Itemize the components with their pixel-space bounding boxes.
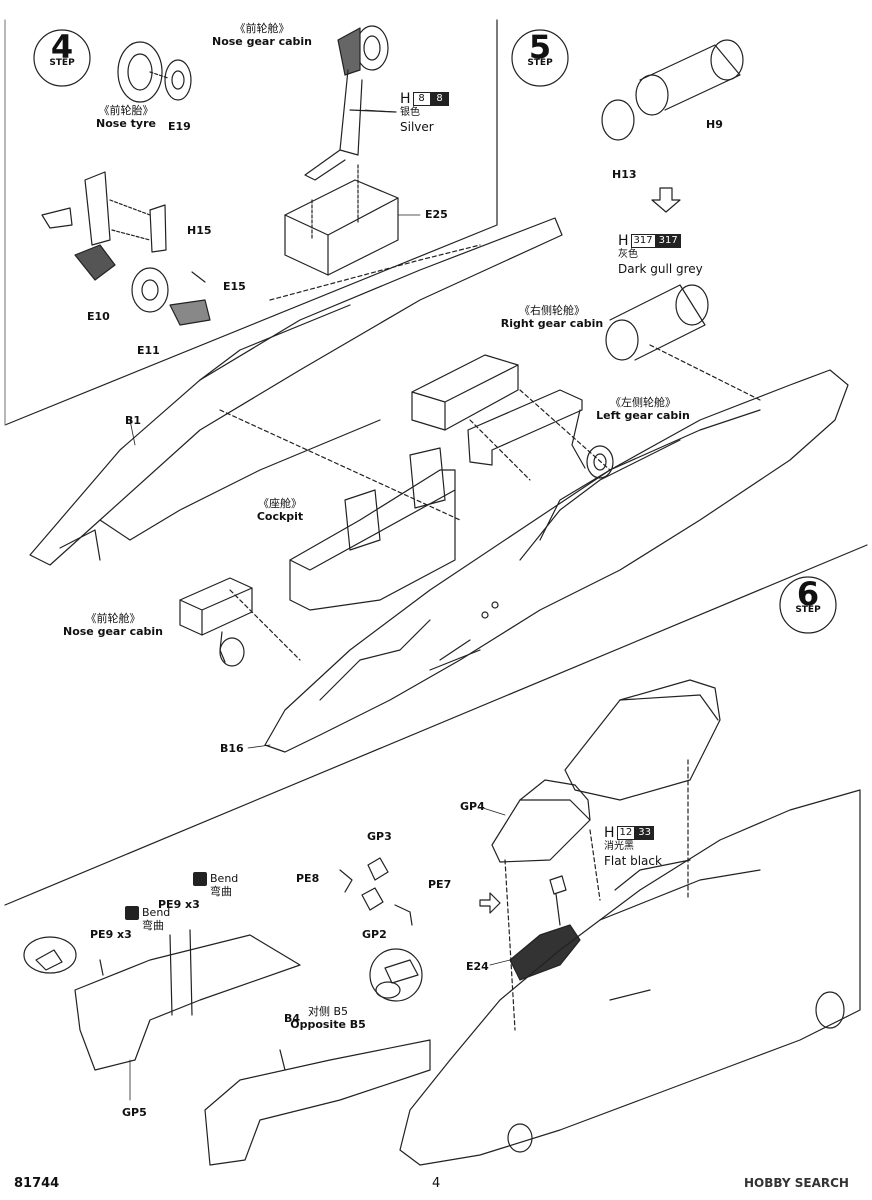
step-6-number: 6 STEP [795,575,821,615]
right-gear-cabin [411,354,519,431]
opposite-b5-label: 对侧 B5 Opposite B5 [290,1005,366,1031]
b16-label: B16 [220,742,244,755]
upper-fuselage-b1 [29,217,563,566]
assembly-lines-6 [504,759,689,1031]
e25-box [284,164,399,276]
step-4-badge [33,29,91,87]
gp3-label: GP3 [367,830,392,843]
fuselage-step6 [399,789,861,1166]
canopy-front-gp4 [491,779,591,863]
main-gear-assembly [41,171,211,326]
black-panel-e24 [509,875,581,981]
cockpit-label: 《座舱》 Cockpit [256,497,304,523]
pe9-label-lower: PE9 x3 [90,928,132,941]
right-arrow [479,892,501,914]
step-4-number: 4 STEP [49,28,75,68]
left-gear-cabin-label: 《左侧轮舱》 Left gear cabin [596,396,690,422]
painted-canister [605,284,709,361]
step-6-badge [779,576,837,634]
assembly-lines-5 [219,344,761,661]
step-5-number: 5 STEP [527,28,553,68]
bend-icon [193,872,207,886]
pe9-label-upper: PE9 x3 [158,898,200,911]
e15-label: E15 [223,280,246,293]
lower-fuselage [264,369,849,753]
e19-label: E19 [168,120,191,133]
step6-divider [4,544,868,906]
step-5-badge [511,29,569,87]
page-number: 4 [432,1176,441,1191]
gp4-label: GP4 [460,800,485,813]
right-gear-cabin-label: 《右侧轮舱》 Right gear cabin [500,304,604,330]
b5-panel [204,1039,431,1166]
nose-gear-cabin [179,577,253,667]
h13-label: H13 [612,168,637,181]
leader-lines [129,109,511,1101]
gp5-label: GP5 [122,1106,147,1119]
e24-label: E24 [466,960,489,973]
e11-label: E11 [137,344,160,357]
cockpit-tub [289,447,456,611]
nose-tyre-part [117,41,192,103]
h15-label: H15 [187,224,212,237]
canopy-rear [564,679,721,801]
watermark: HOBBY SEARCH [744,1176,849,1190]
b4-detail [369,948,423,1002]
pe8-label: PE8 [296,872,320,885]
photo-etch-group [339,857,413,926]
h9-canister [635,39,744,116]
bend-note-upper: Bend 弯曲 [193,872,238,898]
nose-gear-cabin-top-label: 《前轮舱》 Nose gear cabin [211,22,313,48]
pe7-label: PE7 [428,878,452,891]
nose-tyre-label: 《前轮胎》 Nose tyre [96,104,156,130]
nose-gear-strut [304,25,397,181]
left-gear-cabin [467,389,614,479]
b4-label: B4 [284,1012,301,1025]
bend-icon [125,906,139,920]
gp5-panel [74,929,301,1071]
h13-disc [601,99,635,141]
pe9-detail-left [23,936,77,974]
kit-number: 81744 [14,1176,60,1191]
e10-label: E10 [87,310,110,323]
b1-label: B1 [125,414,142,427]
gp2-label: GP2 [362,928,387,941]
e25-label: E25 [425,208,448,221]
bend-note-lower: Bend 弯曲 [125,906,170,932]
step4-divider [4,19,498,426]
nose-gear-cabin-label: 《前轮舱》 Nose gear cabin [62,612,164,638]
down-arrow [651,187,681,213]
h9-label: H9 [706,118,723,131]
